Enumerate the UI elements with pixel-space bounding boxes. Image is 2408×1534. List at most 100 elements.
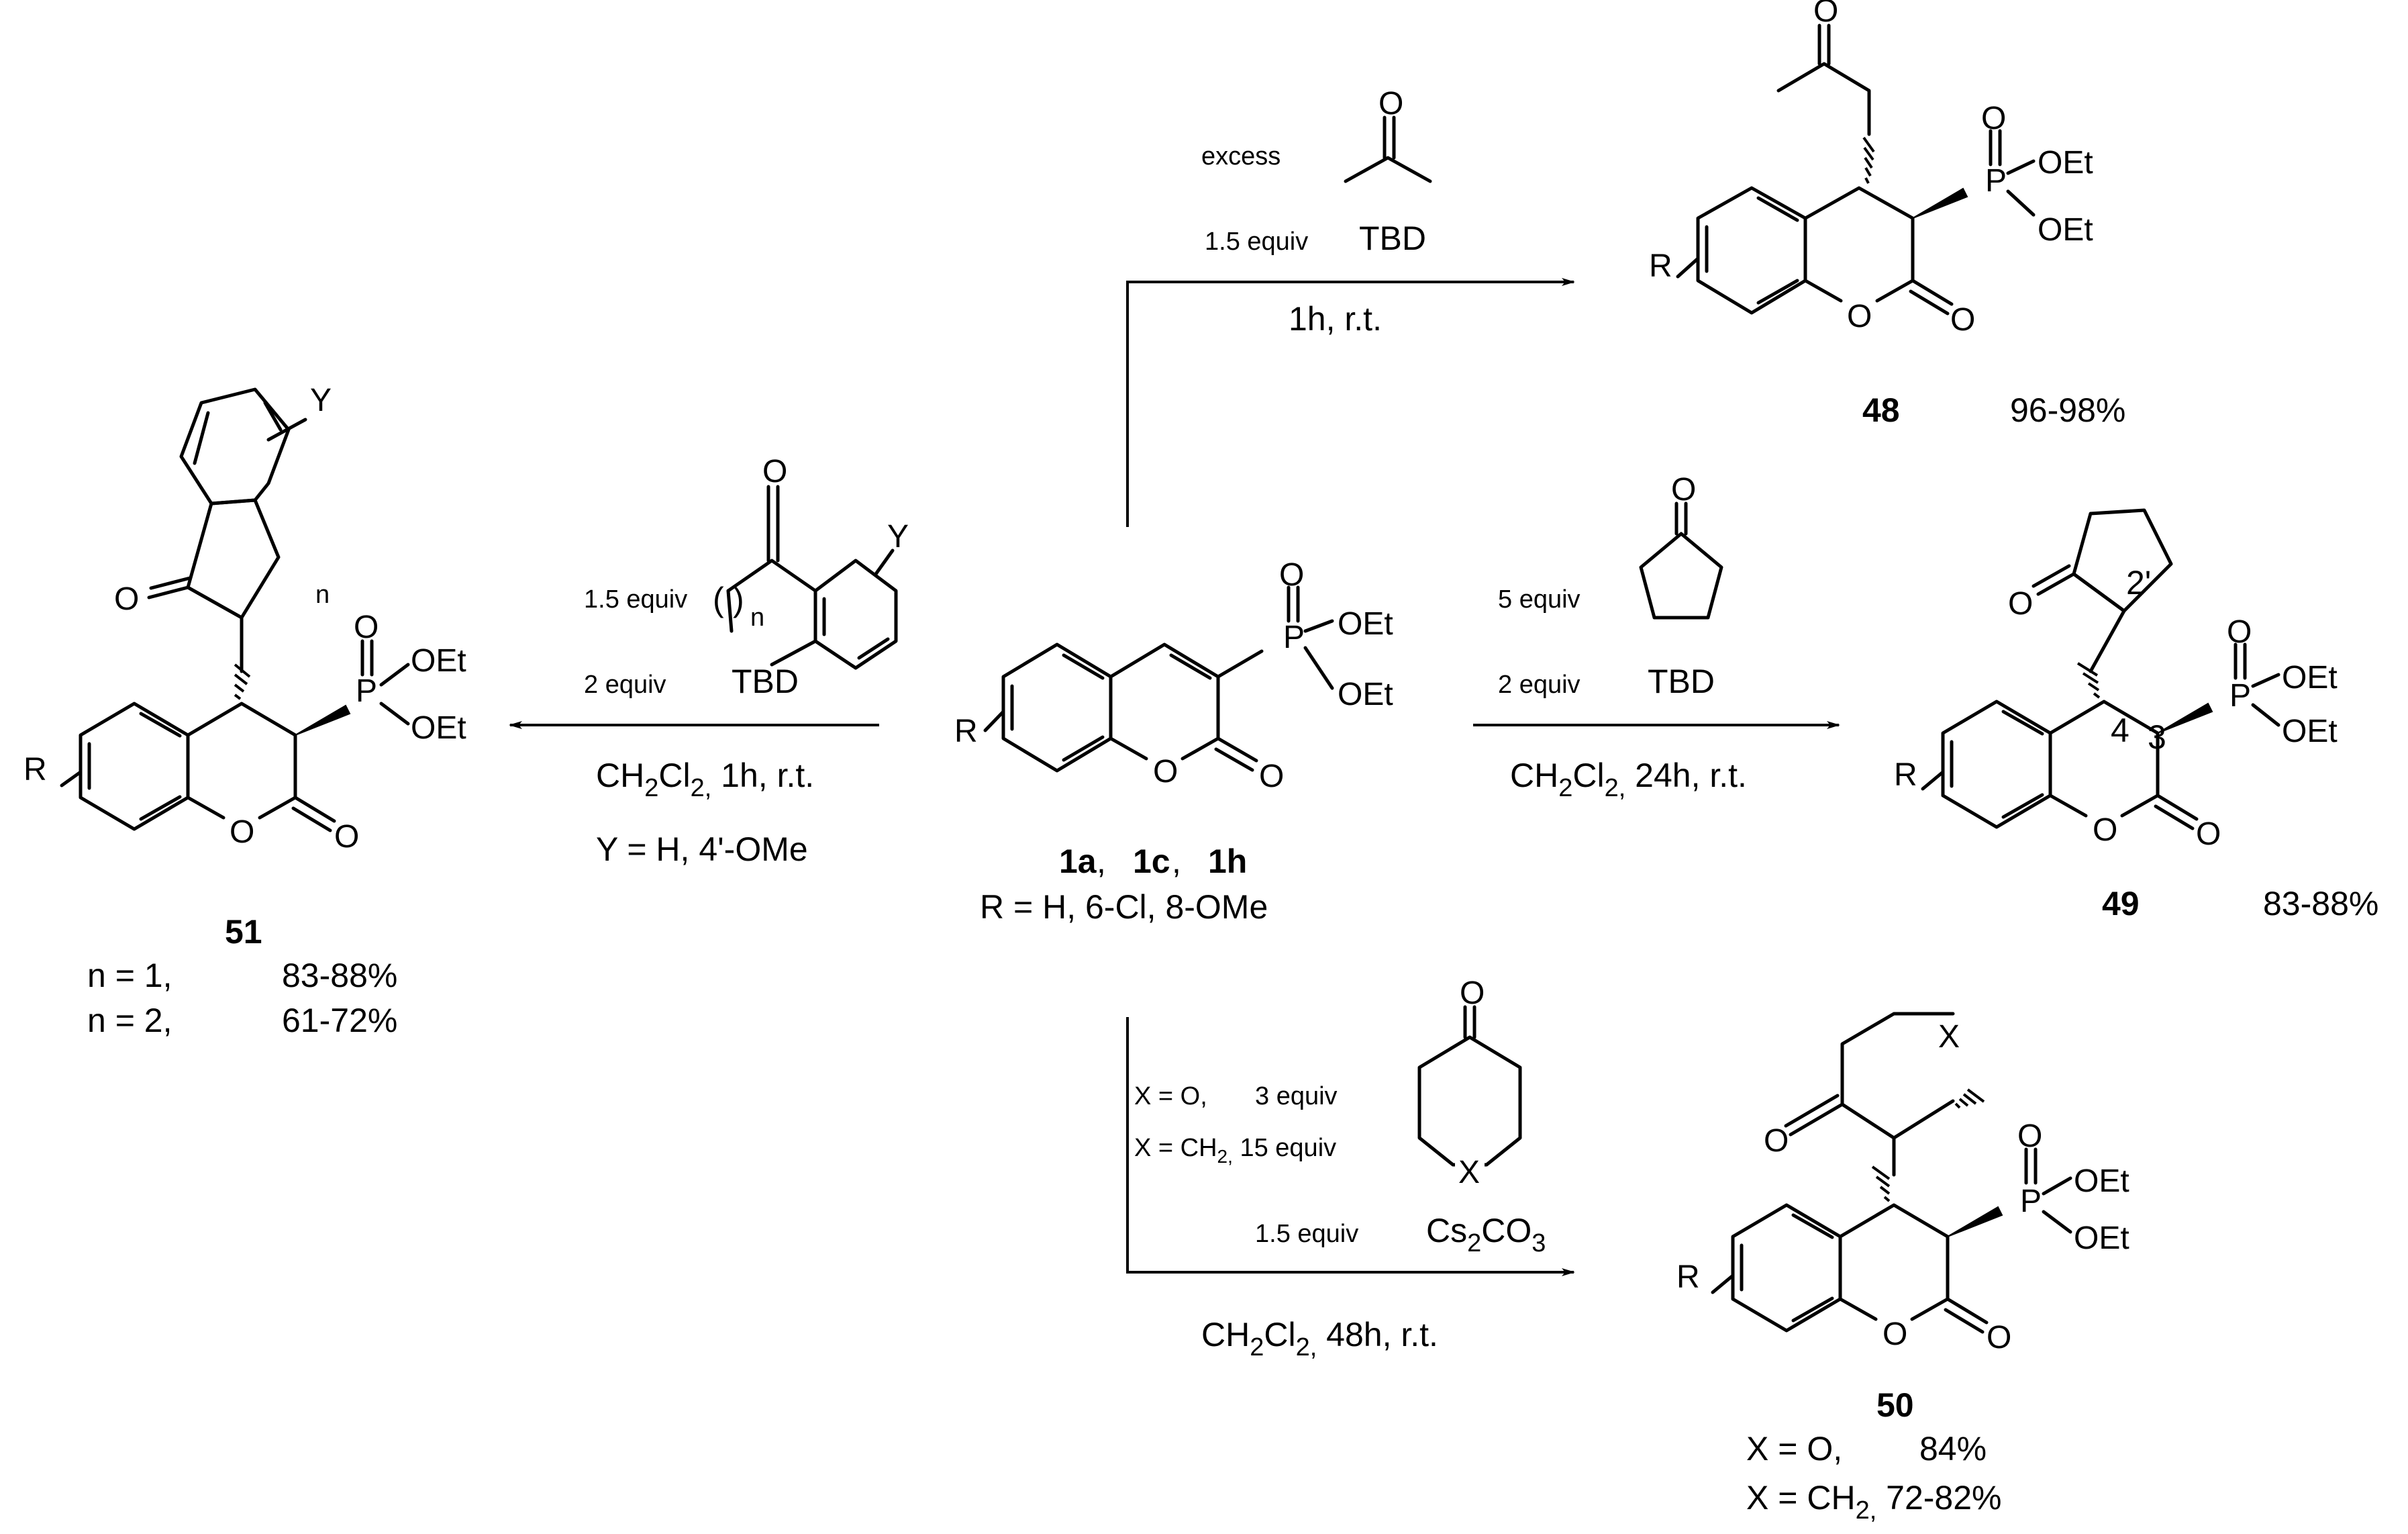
product-49-label: 49 [2102,885,2140,922]
right-base-label: TBD [1648,663,1715,700]
compound-label-1a: 1a [1059,843,1097,880]
product-48-yield: 96-98% [2010,391,2125,429]
product-48-label: 48 [1862,391,1900,429]
right-equiv1-label: 5 equiv [1498,585,1581,614]
p48-po-atom: O [1981,101,2006,136]
cyclopentanone-reagent [1639,501,1723,620]
p50-x1-label: X = O, [1746,1430,1842,1468]
left-base-label: TBD [732,663,799,700]
reactant-oet-2: OEt [1338,677,1393,712]
cyclopentanone-o-atom: O [1671,472,1696,508]
bottom-equiv-label: 1.5 equiv [1255,1220,1358,1248]
acetone-reagent [1344,115,1432,183]
substituent-line: R = H, 6-Cl, 8-OMe [980,888,1268,926]
bottom-x-ch2-label: X = CH2, 15 equiv [1134,1134,1336,1167]
reactant-structure [983,585,1334,773]
p50-x1-yield: 84% [1919,1430,1987,1468]
p48-oet-1: OEt [2038,145,2093,181]
product-50-structure [1711,1012,2072,1334]
left-equiv2-label: 2 equiv [584,671,666,699]
compound-sep-1: , [1097,843,1106,880]
p49-ketone-o: O [2008,586,2033,622]
reactant-r-group: R [954,714,978,749]
p49-ring-o: O [2093,812,2117,848]
p50-r-group: R [1676,1259,1700,1295]
p51-n2-label: n = 2, [87,1002,172,1039]
p50-po-atom: O [2017,1118,2042,1154]
right-solvent-label: CH2Cl2, 24h, r.t. [1510,757,1747,802]
p50-carbonyl-o: O [1987,1320,2011,1355]
reactant-oet-1: OEt [1338,606,1393,642]
p51-p-atom: P [356,673,377,709]
p49-oet-2: OEt [2282,714,2338,749]
top-base-label: TBD [1359,220,1426,257]
indanone-o-atom: O [762,454,787,489]
p49-r-group: R [1894,757,1917,793]
product-49-yield: 83-88% [2263,885,2378,922]
p50-p-atom: P [2020,1184,2042,1219]
reactant-p-atom: P [1283,620,1305,655]
p51-ketone-o: O [114,581,139,617]
p48-ring-o: O [1847,299,1872,334]
left-solvent-label: CH2Cl2, 1h, r.t. [596,757,814,802]
top-conditions-label: 1h, r.t. [1289,300,1382,338]
reactant-ring-o: O [1153,754,1178,789]
compound-sep-2: , [1172,843,1181,880]
left-y-substituent: Y = H, 4'-OMe [596,830,808,868]
p50-oet-2: OEt [2074,1220,2129,1256]
p51-ring-o: O [230,814,254,850]
compound-label-1c: 1c [1133,843,1170,880]
cyclohexanone-x-atom: X [1458,1155,1480,1190]
p49-position-3: 3 [2148,718,2166,756]
product-51-label: 51 [225,913,262,951]
left-equiv1-label: 1.5 equiv [584,585,687,614]
p51-n2-yield: 61-72% [282,1002,397,1039]
bottom-solvent-label: CH2Cl2, 48h, r.t. [1201,1316,1438,1361]
bottom-arrow [1126,1017,1575,1276]
p51-po-atom: O [354,610,379,645]
p51-r-group: R [23,752,47,787]
p49-position-2prime: 2' [2126,564,2151,602]
cyclohexanone-o-atom: O [1460,975,1485,1011]
p51-y-group: Y [310,383,332,418]
p51-n-label: n [315,581,330,609]
reactant-po-atom: O [1279,557,1304,593]
top-equiv-label: 1.5 equiv [1205,228,1308,256]
indanone-n-label: n [750,604,764,632]
p49-oet-1: OEt [2282,660,2338,696]
p50-x2-label: X = CH2, 72-82% [1746,1479,2002,1525]
p50-x-atom: X [1938,1019,1960,1055]
cyclohexanone-reagent [1417,1005,1522,1167]
p49-carbonyl-o: O [2196,816,2221,852]
product-48-structure [1676,23,2036,316]
indanone-paren-open: ( [713,581,724,618]
p48-oet-2: OEt [2038,212,2093,248]
p49-position-4: 4 [2111,712,2129,749]
p48-ketone-o: O [1813,0,1838,29]
p51-carbonyl-o: O [334,819,359,855]
compound-label-1h: 1h [1208,843,1247,880]
p51-n1-yield: 83-88% [282,957,397,994]
product-50-label: 50 [1876,1386,1914,1424]
p51-oet-2: OEt [411,710,466,746]
top-excess-label: excess [1201,142,1281,171]
p51-n1-label: n = 1, [87,957,172,994]
p48-r-group: R [1649,248,1672,284]
indanone-reagent [726,485,898,670]
reactant-carbonyl-o: O [1259,759,1284,794]
bottom-base-label: Cs2CO3 [1426,1212,1546,1257]
product-51-structure [60,387,410,832]
p48-p-atom: P [1985,163,2007,199]
indanone-y-group: Y [887,519,909,555]
p48-carbonyl-o: O [1950,302,1975,338]
p51-oet-1: OEt [411,643,466,679]
bottom-x-o-label: X = O, [1134,1082,1207,1110]
right-equiv2-label: 2 equiv [1498,671,1581,699]
p49-po-atom: O [2227,614,2252,650]
acetone-o-atom: O [1378,86,1403,122]
product-49-structure [1921,508,2280,830]
top-arrow [1126,278,1575,527]
indanone-paren-close: ) [733,581,744,618]
p50-ring-o: O [1883,1316,1907,1352]
